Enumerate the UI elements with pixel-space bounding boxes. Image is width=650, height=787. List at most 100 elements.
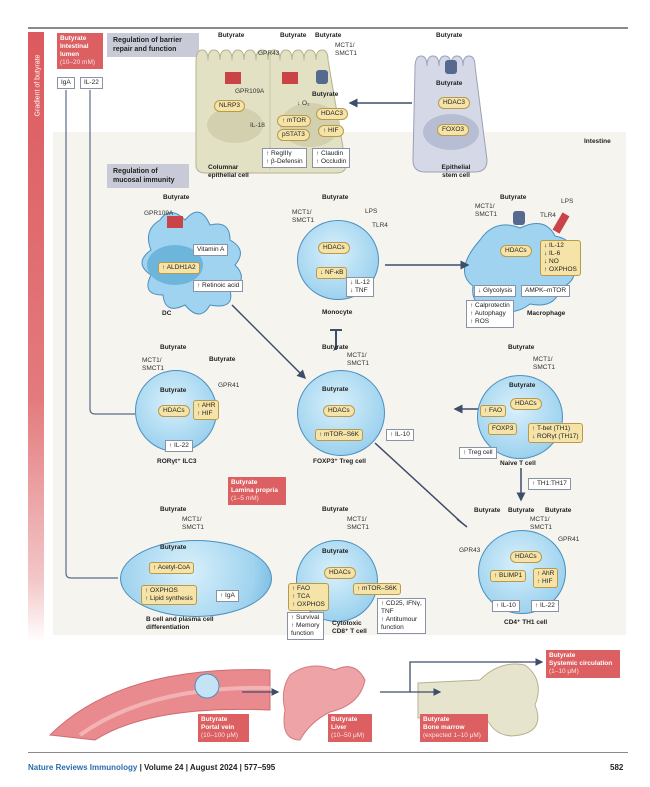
iga-output: IgA [57,77,75,89]
mct1-label: MCT1/ SMCT1 [335,42,358,57]
hdacs-node: HDACs [324,567,356,579]
butyrate-label: Butyrate [312,91,339,98]
butyrate-label: Butyrate [436,80,463,87]
b-cell [120,540,272,617]
page-number: 582 [610,763,624,772]
butyrate-label: Butyrate [218,32,245,39]
fao-node: ↑ FAO [480,405,507,417]
mct1-label: MCT1/ SMCT1 [347,516,370,531]
footer-citation: Nature Reviews Immunology | Volume 24 | … [28,763,275,772]
il22-box: ↑ IL-22 [165,440,193,452]
fao-tca-oxphos-node: ↑ FAO↑ TCA↑ OXPHOS [288,583,329,611]
gpr109a-label: GPR109A [144,210,174,217]
mct1-label: MCT1/ SMCT1 [142,357,165,372]
butyrate-label: Butyrate [545,507,572,514]
butyrate-label: Butyrate [160,344,187,351]
blimp1-node: ↑ BLIMP1 [490,570,527,582]
butyrate-label: Butyrate [436,32,463,39]
gpr43-label: GPR43 [258,50,280,57]
lps-label: LPS [365,208,378,215]
macrophage-label: Macrophage [527,310,566,317]
butyrate-label: Butyrate [508,507,535,514]
retinoic-acid-box: ↑ Retinoic acid [193,280,244,292]
mct1-label: MCT1/ SMCT1 [347,352,370,367]
th1-label: CD4⁺ TH1 cell [504,619,548,626]
il22-box: ↑ IL-22 [531,600,559,612]
claudin-box: ↑ Claudin↑ Occludin [312,148,351,168]
il18-label: IL-18 [250,122,265,129]
foxp3-node: FOXP3 [488,423,518,435]
butyrate-label: Butyrate [500,194,527,201]
hdac3-node: HDAC3 [438,97,471,109]
b-cell-label: B cell and plasma cell differentiation [146,616,214,631]
ahr-hif-node: ↑ AhR↑ HIF [533,568,559,588]
liver-shape [282,665,366,741]
tlr4-label: TLR4 [372,222,388,229]
butyrate-gradient-bar: Gradient of butyrate [28,32,44,642]
tbet-rorgt-node: ↑ T-bet (TH1)↓ RORγt (TH17) [528,423,583,443]
calprotectin-box: ↑ Calprotectin↑ Autophagy↑ ROS [466,300,514,328]
iga-box: ↑ IgA [216,590,239,602]
tlr4-label: TLR4 [540,212,556,219]
section-title-barrier: Regulation of barrier repair and functio… [107,33,199,57]
butyrate-label: Butyrate [160,506,187,513]
hif-node: ↑ HIF [318,125,344,137]
ahr-hif-node: ↑ AHR↑ HIF [193,400,220,420]
butyrate-label: Butyrate [509,382,536,389]
mct1-label: MCT1/ SMCT1 [475,203,498,218]
nfkb-node: ↓ NF-κB [316,267,348,279]
lps-label: LPS [561,198,574,205]
butyrate-label: Butyrate [315,32,342,39]
aldh1a2-node: ↑ ALDH1A2 [158,262,200,274]
monocyte-output-box: ↓ IL-12↓ TNF [346,277,374,297]
pstat3-node: pSTAT3 [277,129,310,141]
hdacs-node: HDACs [323,405,355,417]
butyrate-label: Butyrate [322,344,349,351]
mtor-s6k-node: ↑ mTOR–S6K [353,583,401,595]
hdac3-node: HDAC3 [316,108,349,120]
naive-t-cell-label: Naive T cell [500,460,536,467]
butyrate-label: Butyrate [322,506,349,513]
hdacs-node: HDACs [318,242,350,254]
mct1-label: MCT1/ SMCT1 [182,516,205,531]
section-title-mucosal: Regulation of mucosal immunity [107,164,189,188]
glycolysis-box: ↓ Glycolysis [474,285,517,297]
oxphos-lipid-node: ↑ OXPHOS↑ Lipid synthesis [141,585,197,605]
cd8-label: Cytotoxic CD8⁺ T cell [332,620,367,635]
intestine-label: Intestine [584,138,611,145]
bone-shape [417,663,539,737]
macrophage-output-box: ↓ IL-12↓ IL-6↓ NO↑ OXPHOS [540,240,581,276]
butyrate-label: Butyrate [280,32,307,39]
il10-box: ↑ IL-10 [492,600,520,612]
gpr41-label: GPR41 [558,536,580,543]
hdacs-node: HDACs [510,398,542,410]
top-rule [28,27,628,29]
ilc3-label: RORγt⁺ ILC3 [157,458,197,465]
columnar-epithelial-cell-label: Columnar epithelial cell [208,164,249,179]
gpr41-label: GPR41 [218,382,240,389]
mct1-label: MCT1/ SMCT1 [530,516,553,531]
mct1-label: MCT1/ SMCT1 [292,209,315,224]
monocyte-label: Monocyte [322,309,353,316]
hdacs-node: HDACs [158,405,190,417]
journal-name[interactable]: Nature Reviews Immunology [28,763,138,772]
mtor-node: ↑ mTOR [277,115,312,127]
o2-label: ↓ O₂ [297,100,310,107]
butyrate-label: Butyrate [160,544,187,551]
gpr109a-label: GPR109A [235,88,265,95]
butyrate-label: Butyrate [163,194,190,201]
nlrp3-node: NLRP3 [214,100,245,112]
butyrate-label: Butyrate [508,344,535,351]
treg-output-box: ↑ Treg cell [459,447,497,459]
butyrate-label: Butyrate [322,194,349,201]
acetyl-coa-node: ↑ Acetyl-CoA [149,562,195,574]
butyrate-label: Butyrate [322,386,349,393]
reg3-box: ↑ RegIIIγ↑ β-Defensin [262,148,307,168]
vitamin-a-box: Vitamin A [193,244,229,256]
